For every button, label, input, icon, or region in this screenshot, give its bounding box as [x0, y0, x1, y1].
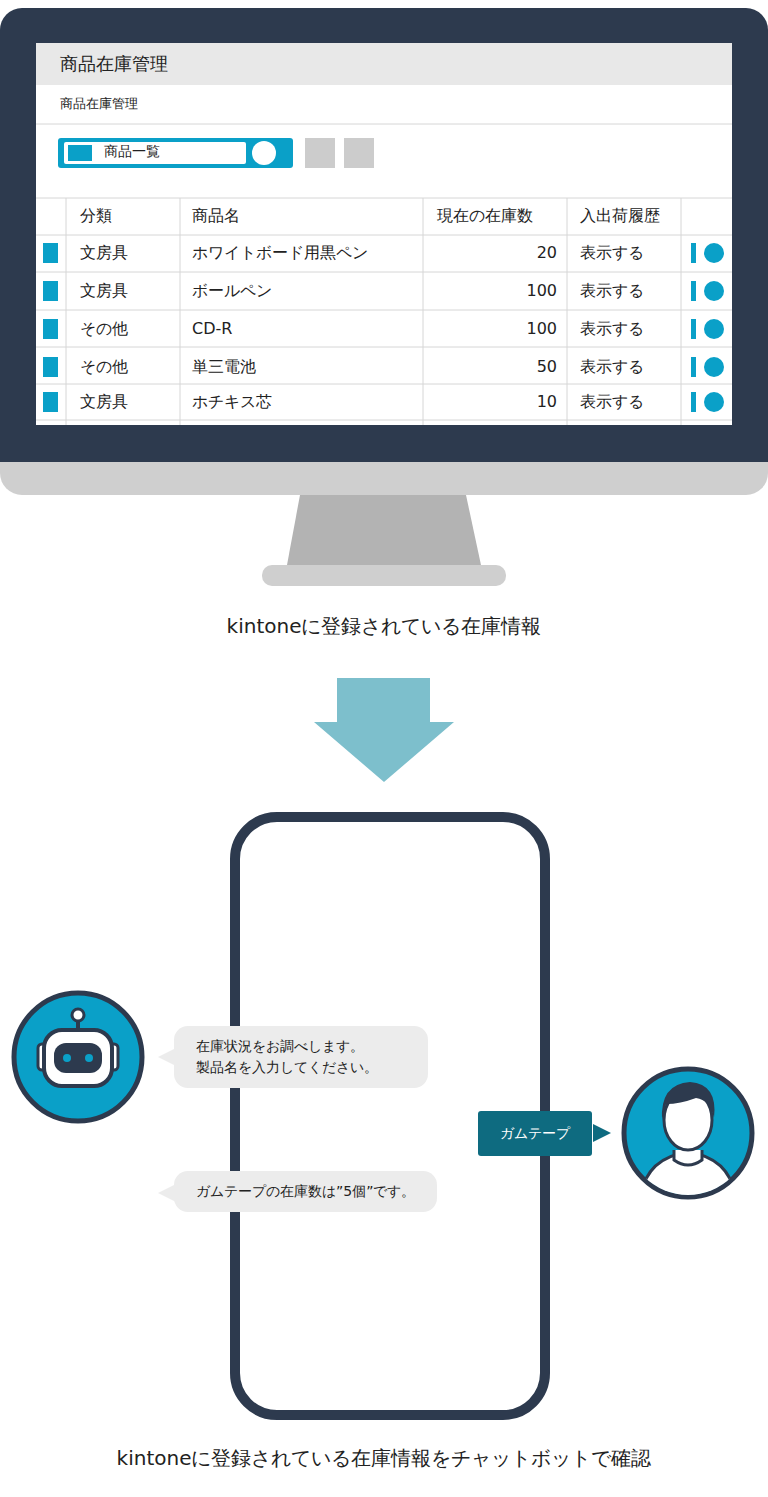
row-delete-icon [704, 243, 724, 263]
table-grid [36, 124, 732, 425]
down-arrow [314, 678, 454, 782]
table-cell: ボールペン [192, 280, 272, 302]
table-cell: その他 [80, 356, 128, 378]
node-text: 在庫状況をお調べします。 製品名を入力してください。 [196, 1036, 406, 1078]
row-delete-icon [704, 357, 724, 377]
grid-line [681, 198, 682, 425]
table-cell: 50 [537, 356, 557, 378]
table-cell: CD-R [192, 318, 232, 340]
table-header: 入出荷履歴 [580, 205, 660, 227]
table-cell: 単三電池 [192, 356, 256, 378]
row-edit-icon [691, 319, 696, 339]
window-title: 商品在庫管理 [60, 52, 708, 76]
figure-caption: kintoneに登録されている在庫情報をチャットボットで確認 [117, 1447, 652, 1469]
grid-line [567, 198, 568, 425]
grid-line [36, 384, 732, 385]
row-edit-icon [691, 243, 696, 263]
grid-line [36, 347, 732, 348]
table-cell: 表示する [580, 280, 644, 302]
view-button: 商品一覧 [58, 138, 293, 168]
table-cell: ホワイトボード用黒ペン [192, 242, 368, 264]
monitor-frame [0, 440, 768, 462]
monitor-bezel [0, 440, 768, 495]
table-cell: 表示する [580, 356, 644, 378]
grid-line [180, 198, 181, 425]
app-window: 商品在庫管理商品一覧 [36, 43, 732, 85]
table-cell: 文房具 [80, 280, 128, 302]
monitor-stand [287, 495, 481, 565]
grid-line [423, 198, 424, 425]
grid-line [36, 272, 732, 273]
user-avatar [624, 1069, 752, 1200]
divider [36, 124, 732, 125]
user-bubble: ガムテープ [478, 1111, 592, 1156]
table-cell: その他 [80, 318, 128, 340]
bot-bubble: 在庫状況をお調べします。 製品名を入力してください。 [174, 1026, 428, 1088]
figure-caption: kintoneに登録されている在庫情報 [227, 615, 542, 637]
node-text: ガムテープの在庫数は”5個”です。 [196, 1181, 415, 1202]
row-edit-icon [691, 357, 696, 377]
row-edit-icon [691, 392, 696, 412]
bot-avatar [14, 993, 142, 1121]
node-text: ガムテープ [500, 1123, 570, 1144]
screen [36, 43, 732, 425]
row-marker [43, 319, 58, 339]
grid-line [36, 235, 732, 236]
monitor-base [262, 565, 506, 586]
grid-line [36, 420, 732, 421]
row-marker [43, 243, 58, 263]
view-icon [68, 145, 92, 161]
table-cell: 100 [526, 280, 557, 302]
node-text: 商品一覧 [104, 143, 160, 161]
table-cell: 10 [537, 391, 557, 413]
toggle-dot [252, 141, 276, 165]
row-delete-icon [704, 319, 724, 339]
grid-line [36, 310, 732, 311]
row-delete-icon [704, 392, 724, 412]
table-cell: 表示する [580, 391, 644, 413]
table-header: 現在の在庫数 [437, 205, 533, 227]
grid-line [36, 198, 732, 199]
table-cell: 表示する [580, 318, 644, 340]
row-delete-icon [704, 281, 724, 301]
toolbar-button [344, 138, 374, 168]
table-cell: 文房具 [80, 391, 128, 413]
row-marker [43, 392, 58, 412]
monitor-frame [0, 8, 768, 462]
row-marker [43, 357, 58, 377]
app-subtitle: 商品在庫管理 [60, 93, 138, 115]
table-header: 商品名 [192, 205, 240, 227]
table-header: 分類 [80, 205, 112, 227]
table-cell: 文房具 [80, 242, 128, 264]
toolbar-button [305, 138, 335, 168]
grid-line [66, 198, 67, 425]
row-marker [43, 281, 58, 301]
table-cell: 表示する [580, 242, 644, 264]
row-edit-icon [691, 281, 696, 301]
table-cell: 100 [526, 318, 557, 340]
table-cell: ホチキス芯 [192, 391, 272, 413]
table-cell: 20 [537, 242, 557, 264]
bubble-tail [593, 1124, 611, 1142]
bot-bubble: ガムテープの在庫数は”5個”です。 [174, 1171, 437, 1212]
